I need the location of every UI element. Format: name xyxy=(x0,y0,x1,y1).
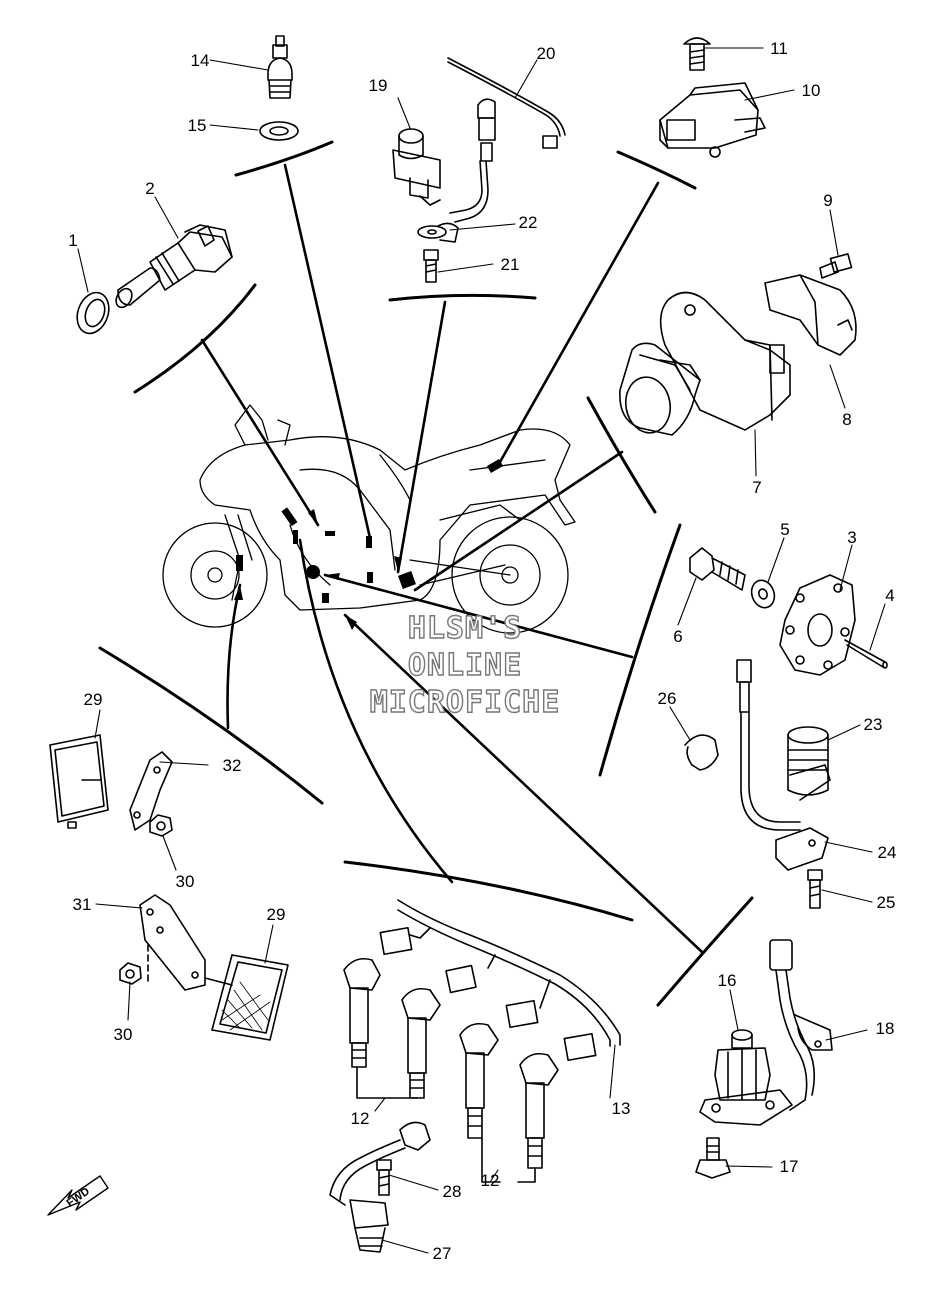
part-23-crank-sensor xyxy=(736,659,831,831)
group-brackets xyxy=(98,140,754,1007)
part-15-washer xyxy=(259,121,299,141)
part-24-plate xyxy=(775,827,829,871)
part-6-bolt xyxy=(689,547,746,591)
callout-11: 11 xyxy=(770,39,788,58)
part-3-pickup-rotor xyxy=(779,574,856,676)
part-17-bolt xyxy=(695,1137,731,1179)
part-2-temperature-sensor xyxy=(115,224,233,309)
part-20-lead-wire xyxy=(447,57,566,223)
part-29-reflector-upper xyxy=(49,734,109,829)
part-12-ignition-coil-3 xyxy=(459,1022,499,1139)
part-1-o-ring xyxy=(76,291,110,335)
callout-14: 14 xyxy=(191,51,210,70)
callout-2: 2 xyxy=(145,179,154,198)
part-30-nut-lower xyxy=(119,962,142,985)
callout-17: 17 xyxy=(780,1157,799,1176)
watermark-line-3: MICROFICHE xyxy=(370,685,561,720)
part-5-washer xyxy=(750,579,776,609)
part-22-clamp xyxy=(417,222,459,243)
callout-15: 15 xyxy=(188,116,207,135)
callout-3: 3 xyxy=(847,528,856,547)
leader-lines xyxy=(200,163,704,954)
callout-22: 22 xyxy=(519,213,538,232)
callout-4: 4 xyxy=(885,586,894,605)
part-12-ignition-coil-4 xyxy=(519,1052,559,1169)
callout-7: 7 xyxy=(752,478,761,497)
callout-8: 8 xyxy=(842,410,851,429)
part-32-bracket xyxy=(129,751,173,831)
callout-29-upper: 29 xyxy=(84,690,103,709)
part-14-pressure-switch xyxy=(267,35,293,99)
callout-9: 9 xyxy=(823,191,832,210)
callout-5: 5 xyxy=(780,520,789,539)
callout-10: 10 xyxy=(802,81,821,100)
callout-23: 23 xyxy=(864,715,883,734)
part-26-clamp xyxy=(684,734,719,771)
callout-30-upper: 30 xyxy=(176,872,195,891)
part-12-ignition-coil-2 xyxy=(401,987,441,1099)
callout-13: 13 xyxy=(612,1099,631,1118)
callout-27: 27 xyxy=(433,1244,452,1263)
callout-24: 24 xyxy=(878,843,897,862)
part-18-clamp xyxy=(794,1014,833,1051)
callout-19: 19 xyxy=(369,76,388,95)
part-9-screw xyxy=(819,253,853,279)
part-19-speed-sensor xyxy=(392,128,441,206)
callout-32: 32 xyxy=(223,756,242,775)
part-29-reflector-lower xyxy=(204,954,289,1041)
callout-labels: 1 2 3 4 5 6 7 8 9 10 11 12 12 13 14 15 1… xyxy=(68,39,896,1263)
callout-20: 20 xyxy=(537,44,556,63)
part-28-bolt xyxy=(376,1159,392,1196)
callout-30-lower: 30 xyxy=(114,1025,133,1044)
callout-12-lower: 12 xyxy=(481,1171,500,1190)
part-11-screw xyxy=(683,37,711,71)
callout-18: 18 xyxy=(876,1019,895,1038)
callout-16: 16 xyxy=(718,971,737,990)
part-13-sub-lead xyxy=(379,899,621,1062)
callout-31: 31 xyxy=(73,895,92,914)
reflector-hatching xyxy=(221,981,271,1031)
part-7-throttle-position-sensor xyxy=(619,291,791,436)
callout-28: 28 xyxy=(443,1182,462,1201)
sensor-location-markers xyxy=(236,459,504,603)
fwd-arrow xyxy=(47,1175,109,1216)
callout-12-upper: 12 xyxy=(351,1109,370,1128)
part-4-pin xyxy=(844,639,888,669)
part-30-nut-upper xyxy=(149,814,173,837)
callout-21: 21 xyxy=(501,255,520,274)
callout-29-lower: 29 xyxy=(267,905,286,924)
part-31-bracket xyxy=(139,894,206,991)
leader-arrowheads xyxy=(234,509,402,630)
callout-1: 1 xyxy=(68,231,77,250)
part-25-bolt xyxy=(807,869,823,909)
watermark-line-2: ONLINE xyxy=(408,648,522,683)
watermark-line-1: HLSM'S xyxy=(408,611,522,646)
part-10-map-sensor xyxy=(659,82,766,158)
part-21-bolt xyxy=(423,249,439,283)
callout-26: 26 xyxy=(658,689,677,708)
coil-brackets xyxy=(356,1066,536,1183)
callout-6: 6 xyxy=(673,627,682,646)
part-27-sensor xyxy=(329,1121,431,1253)
motorcycle-outline xyxy=(162,404,576,634)
callout-leaders xyxy=(77,47,886,1254)
part-12-ignition-coil-1 xyxy=(343,957,381,1068)
callout-25: 25 xyxy=(877,893,896,912)
watermark: HLSM'S ONLINE MICROFICHE xyxy=(369,610,561,720)
part-16-cam-sensor xyxy=(699,939,816,1126)
part-8-sensor-cover xyxy=(764,274,857,356)
